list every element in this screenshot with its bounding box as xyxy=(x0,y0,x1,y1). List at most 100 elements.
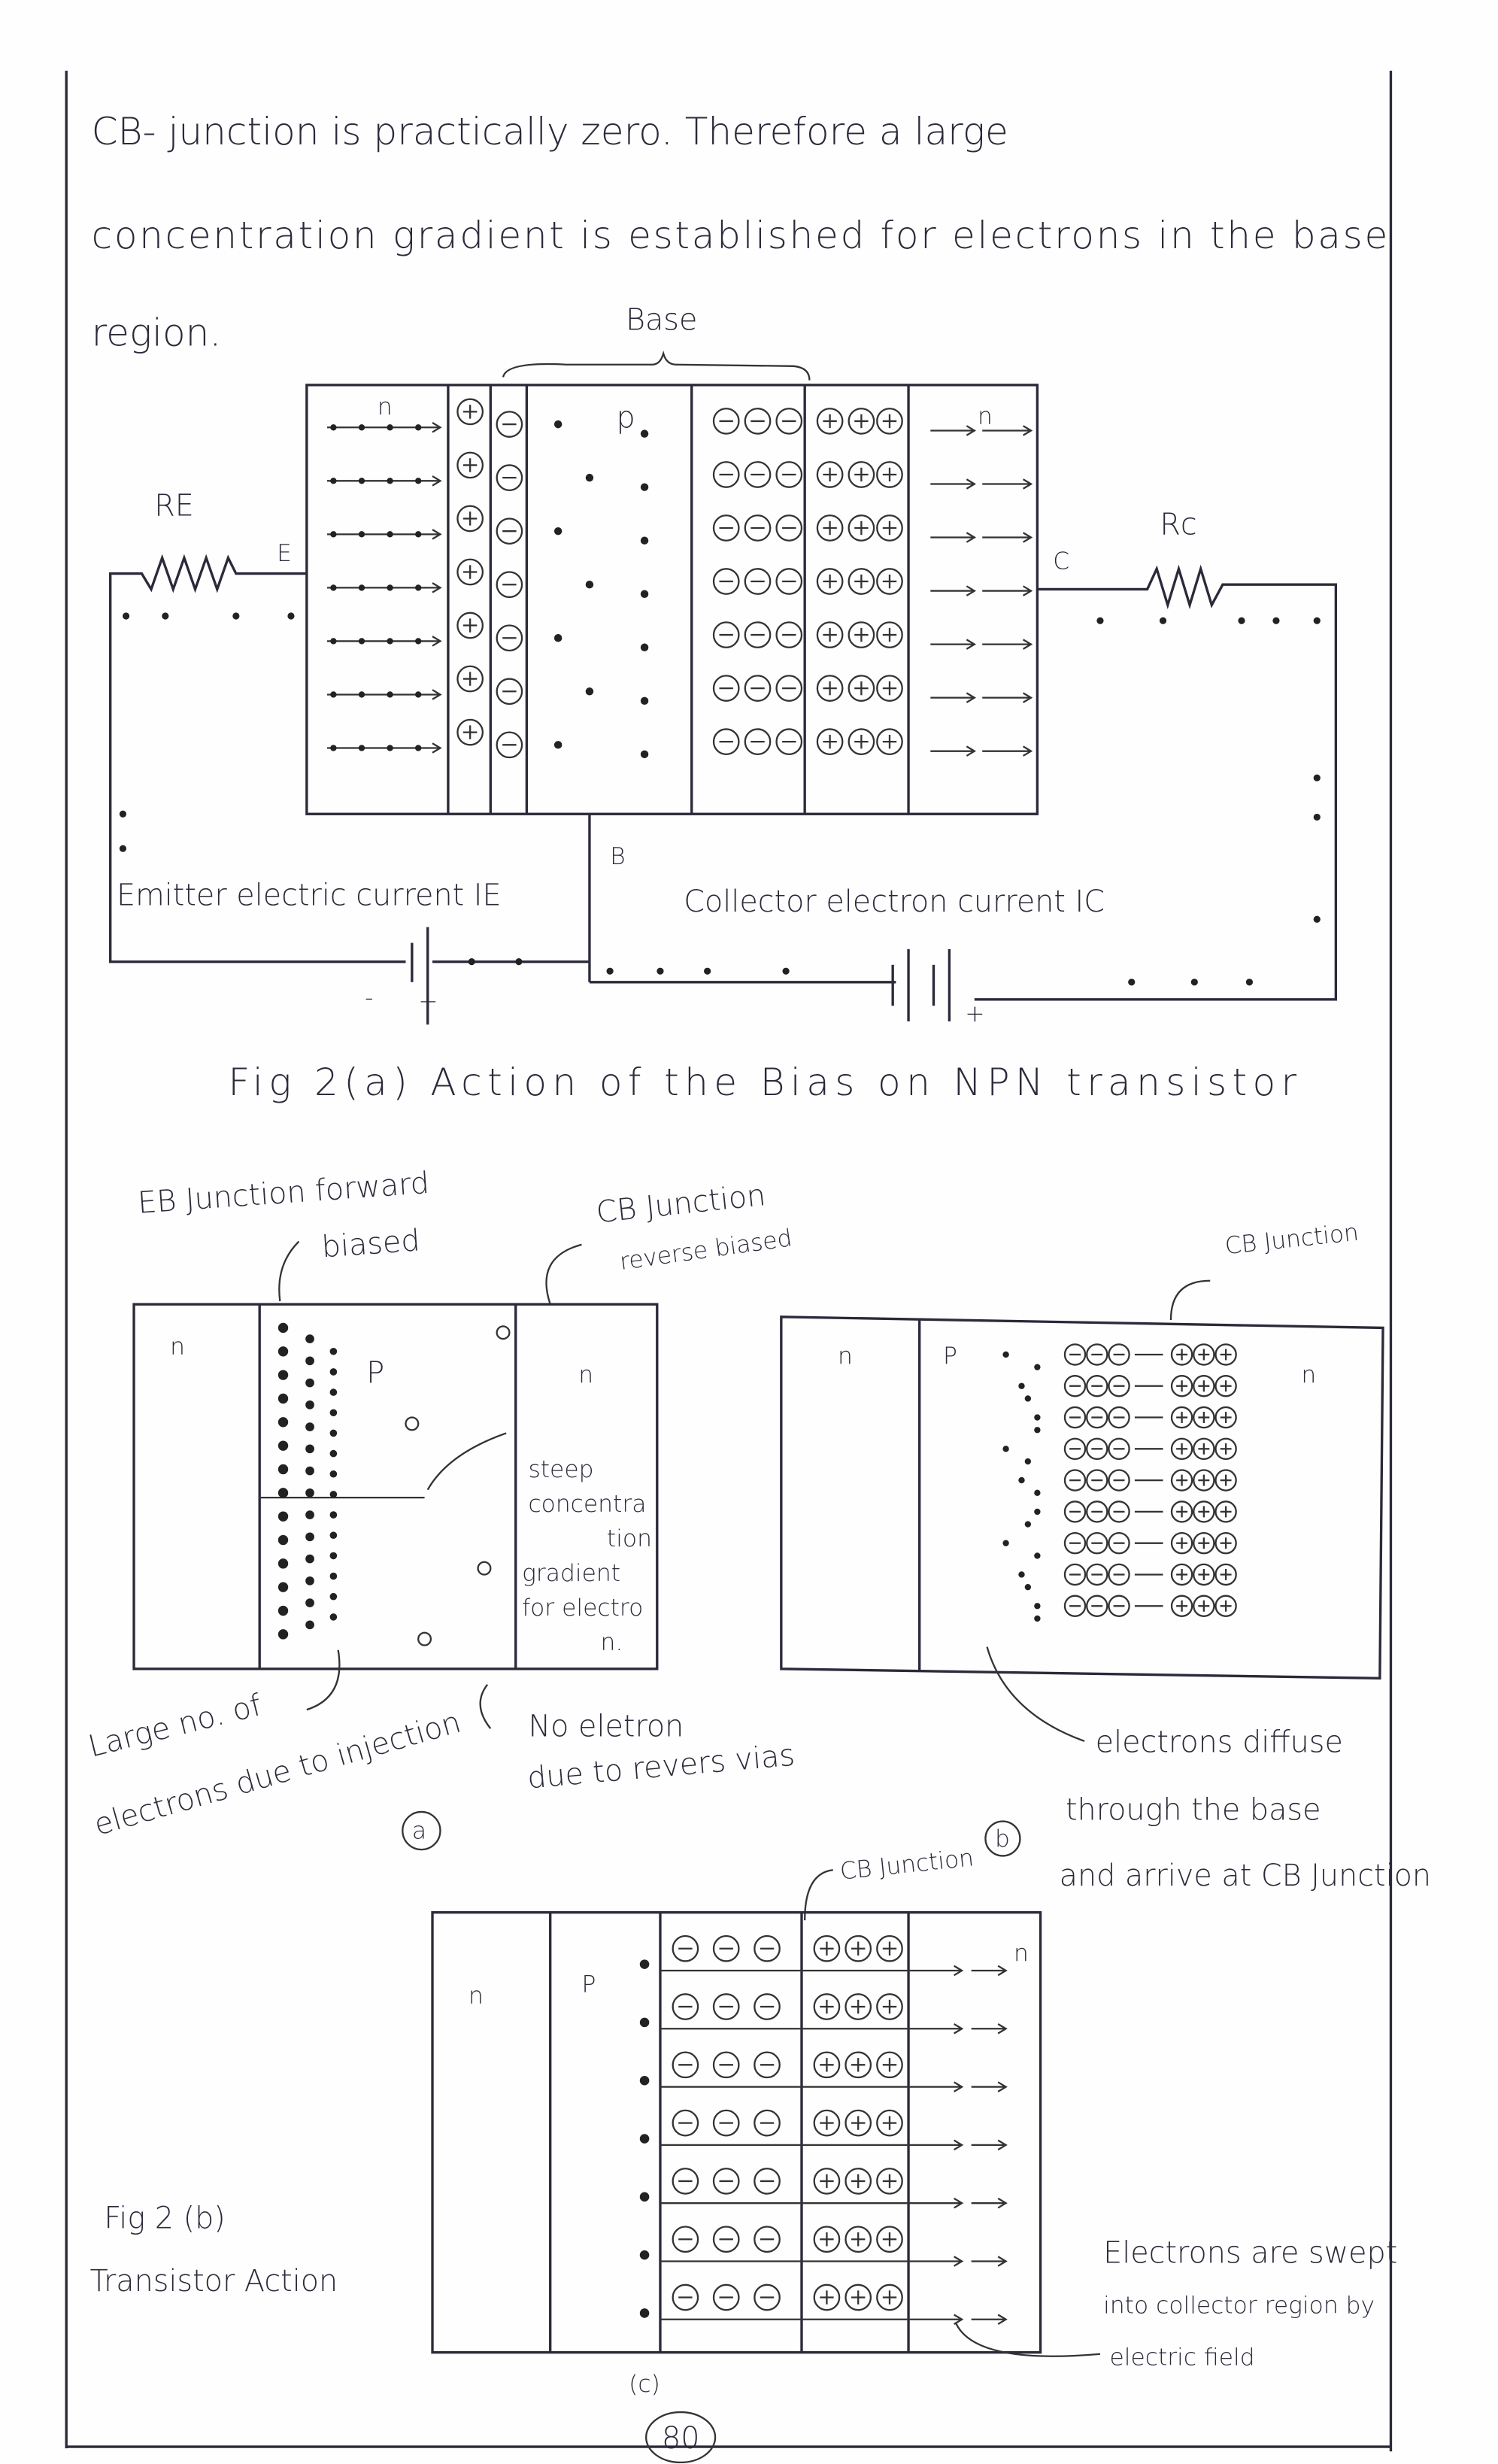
diag-c-cb-label: CB Junction xyxy=(838,1844,975,1885)
text-line-1: CB- junction is practically zero. Theref… xyxy=(92,109,1008,153)
positive-ion xyxy=(848,461,875,488)
diag-b-n-left: n xyxy=(838,1343,853,1370)
positive-ion xyxy=(1170,1375,1193,1397)
negative-ion xyxy=(754,1934,781,1962)
arrow-head xyxy=(1022,478,1033,490)
positive-ion xyxy=(1170,1469,1193,1491)
arrow-head xyxy=(1022,745,1033,757)
positive-ion xyxy=(1193,1531,1215,1555)
hole xyxy=(496,1325,511,1340)
negative-ion xyxy=(1086,1531,1108,1555)
steep-gradient-label: steep xyxy=(528,1456,593,1483)
arrow-head xyxy=(954,2314,964,2326)
electron-dot xyxy=(277,1534,289,1546)
negative-ion xyxy=(1063,1437,1087,1461)
electron-dot xyxy=(329,1368,338,1376)
electron-dot xyxy=(305,1444,314,1454)
negative-ion xyxy=(1108,1375,1130,1397)
electron-dot xyxy=(639,2250,650,2260)
negative-ion xyxy=(1063,1501,1087,1523)
negative-ion xyxy=(1108,1501,1130,1523)
positive-ion xyxy=(1193,1375,1215,1397)
diagram-b-tag: b xyxy=(995,1825,1010,1853)
negative-ion xyxy=(754,2226,781,2253)
electron-dot xyxy=(640,696,649,706)
negative-ion xyxy=(1108,1343,1130,1366)
arrow-head xyxy=(1022,692,1033,703)
positive-ion xyxy=(813,1934,841,1962)
positive-ion xyxy=(876,728,903,756)
positive-ion xyxy=(816,408,844,435)
negative-ion xyxy=(1086,1469,1108,1491)
arrow-head xyxy=(432,582,442,593)
negative-ion xyxy=(744,514,772,542)
electron-dot xyxy=(330,638,337,645)
positive-ion xyxy=(1170,1595,1193,1617)
negative-ion xyxy=(744,568,772,595)
electron-dot xyxy=(277,1488,289,1498)
electron-dot xyxy=(1313,915,1321,923)
negative-ion xyxy=(672,2051,699,2079)
arrow-head xyxy=(997,2081,1008,2092)
collector-label: C xyxy=(1053,548,1069,575)
arrow-head xyxy=(432,475,442,487)
electron-dot xyxy=(1313,774,1321,781)
negative-ion xyxy=(754,2168,781,2195)
positive-ion xyxy=(1170,1531,1193,1555)
steep-gradient-label: n. xyxy=(601,1629,623,1656)
positive-ion xyxy=(876,568,903,595)
electron-dot xyxy=(358,584,365,591)
electron-dot xyxy=(639,2134,650,2144)
negative-ion xyxy=(1086,1563,1108,1586)
arrow-head xyxy=(954,2081,964,2092)
arrow-head xyxy=(1022,585,1033,596)
arrow-head xyxy=(997,2314,1008,2326)
arrow-head xyxy=(432,636,442,647)
electron-dot xyxy=(639,2308,650,2318)
positive-ion xyxy=(848,514,875,542)
electron-dot xyxy=(1128,979,1136,986)
electron-dot xyxy=(640,590,649,598)
electron-dot xyxy=(329,1409,338,1417)
steep-gradient-label: for electro xyxy=(522,1595,643,1622)
diag-b-n-right: n xyxy=(1301,1362,1316,1389)
electron-dot xyxy=(123,612,130,620)
collector-circuit-wire xyxy=(974,564,1338,1001)
electron-dot xyxy=(358,745,365,751)
electron-dot xyxy=(329,1511,338,1519)
negative-ion xyxy=(1086,1595,1108,1617)
electron-dot xyxy=(305,1532,314,1542)
electron-dot xyxy=(358,424,365,431)
electron-dot xyxy=(329,1429,338,1437)
electron-dot xyxy=(387,584,393,591)
page-frame xyxy=(65,71,1393,2452)
arrow-head xyxy=(966,478,977,490)
arrow-head xyxy=(997,2139,1008,2151)
electron-dot xyxy=(305,1620,314,1630)
diag-b-cb-label: CB Junction xyxy=(1224,1219,1360,1260)
electron-dot xyxy=(330,691,337,698)
negative-ion xyxy=(1108,1595,1130,1617)
electron-dot xyxy=(415,478,422,484)
negative-ion xyxy=(672,2168,699,2195)
negative-ion xyxy=(712,1993,740,2020)
positive-ion xyxy=(848,675,875,702)
positive-ion xyxy=(456,558,484,586)
arrow-head xyxy=(997,2197,1008,2209)
positive-ion xyxy=(876,675,903,702)
negative-ion xyxy=(1086,1375,1108,1397)
positive-ion xyxy=(816,728,844,756)
negative-ion xyxy=(496,464,523,492)
electron-dot xyxy=(330,584,337,591)
positive-ion xyxy=(1214,1437,1237,1461)
positive-ion xyxy=(456,398,484,426)
hole xyxy=(477,1561,492,1576)
negative-ion xyxy=(1063,1595,1087,1617)
emitter-label: E xyxy=(277,540,292,567)
positive-ion xyxy=(876,1993,903,2020)
diagram-c-box xyxy=(431,1910,1042,2354)
negative-ion xyxy=(775,461,803,488)
diag-a-n-left: n xyxy=(170,1334,185,1361)
electron-dot xyxy=(1018,1571,1025,1578)
arrow-head xyxy=(966,425,977,436)
